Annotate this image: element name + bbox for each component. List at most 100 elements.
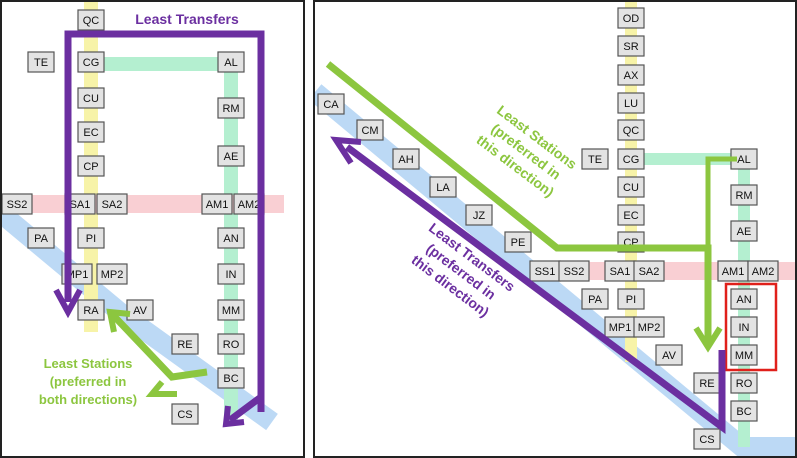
station-label: SA1: [70, 199, 91, 211]
station-box: [617, 176, 645, 198]
station-label: RM: [735, 190, 752, 202]
station-box: [581, 148, 609, 170]
station-sa1: SA1: [604, 260, 636, 282]
station-label: BC: [223, 373, 238, 385]
station-label: IN: [226, 269, 237, 281]
station-label: CU: [83, 93, 99, 105]
station-box: [730, 220, 758, 242]
least-stations-arrow: [325, 61, 712, 342]
station-ss2: SS2: [558, 260, 590, 282]
station-cs: CS: [171, 403, 199, 425]
station-label: SA2: [102, 199, 123, 211]
station-am2: AM2: [747, 260, 779, 282]
station-box: [617, 119, 645, 141]
station-box: [27, 227, 55, 249]
station-box: [465, 204, 493, 226]
least-stations-arrowhead: [693, 326, 723, 353]
station-box: [392, 148, 420, 170]
station-label: AV: [133, 305, 148, 317]
station-box: [617, 35, 645, 57]
station-pa: PA: [581, 288, 609, 310]
station-box: [730, 400, 758, 422]
station-box: [77, 9, 105, 31]
station-box: [617, 148, 645, 170]
station-box: [77, 51, 105, 73]
station-cg: CG: [77, 51, 105, 73]
station-pi: PI: [617, 288, 645, 310]
station-box: [730, 316, 758, 338]
station-label: JZ: [473, 210, 486, 222]
station-label: SA1: [610, 266, 631, 278]
station-mm: MM: [730, 344, 758, 366]
station-ra: RA: [77, 299, 105, 321]
least-transfers-arrowhead: [330, 136, 362, 165]
station-box: [217, 333, 245, 355]
least-transfers-arrowhead-left: [53, 288, 83, 319]
least-stations-annotation: Least Stations (preferred in this direct…: [474, 102, 581, 200]
station-label: AE: [737, 226, 752, 238]
station-cu: CU: [77, 87, 105, 109]
station-ro: RO: [730, 372, 758, 394]
station-label: LU: [624, 98, 638, 110]
station-box: [126, 299, 154, 321]
station-ec: EC: [617, 204, 645, 226]
station-label: RO: [223, 339, 240, 351]
station-av: AV: [126, 299, 154, 321]
station-box: [77, 227, 105, 249]
station-label: QC: [623, 125, 640, 137]
least-stations-label-2: (preferred in: [50, 374, 127, 389]
station-sa2: SA2: [96, 193, 128, 215]
station-mp2: MP2: [96, 263, 128, 285]
station-box: [217, 227, 245, 249]
station-box: [2, 193, 33, 215]
station-bc: BC: [730, 400, 758, 422]
least-stations-label-1: Least Stations: [44, 356, 133, 371]
station-sr: SR: [617, 35, 645, 57]
station-label: CS: [177, 409, 192, 421]
station-od: OD: [617, 7, 645, 29]
station-box: [77, 299, 105, 321]
station-label: MP1: [609, 322, 632, 334]
station-ro: RO: [217, 333, 245, 355]
station-box: [617, 64, 645, 86]
station-label: CG: [623, 154, 640, 166]
station-box: [317, 93, 345, 115]
station-box: [617, 288, 645, 310]
right-least-transfers-route: [330, 136, 726, 434]
station-ss2: SS2: [2, 193, 33, 215]
station-label: AN: [736, 294, 751, 306]
station-ss1: SS1: [529, 260, 561, 282]
station-bc: BC: [217, 367, 245, 389]
station-label: RE: [699, 378, 714, 390]
station-cs: CS: [693, 428, 721, 450]
station-ah: AH: [392, 148, 420, 170]
station-label: AH: [398, 154, 413, 166]
station-mm: MM: [217, 299, 245, 321]
station-label: SR: [623, 41, 638, 53]
station-label: OD: [623, 13, 640, 25]
station-av: AV: [655, 344, 683, 366]
station-label: EC: [83, 127, 98, 139]
station-rm: RM: [730, 184, 758, 206]
least-stations-arrowhead-up: [106, 308, 131, 333]
station-label: AV: [662, 350, 677, 362]
station-box: [655, 344, 683, 366]
station-re: RE: [171, 333, 199, 355]
station-box: [633, 260, 665, 282]
station-label: AM2: [238, 199, 261, 211]
left-least-stations-route: [106, 308, 208, 397]
least-transfers-arrow: [344, 144, 726, 434]
left-least-transfers-route: [53, 30, 265, 428]
station-label: PI: [626, 294, 636, 306]
station-label: MP2: [101, 269, 124, 281]
station-label: IN: [739, 322, 750, 334]
station-box: [96, 263, 128, 285]
station-box: [201, 193, 233, 215]
station-label: CS: [699, 434, 714, 446]
station-box: [217, 299, 245, 321]
station-label: TE: [588, 154, 602, 166]
station-box: [617, 204, 645, 226]
station-label: AM2: [752, 266, 775, 278]
station-ec: EC: [77, 121, 105, 143]
